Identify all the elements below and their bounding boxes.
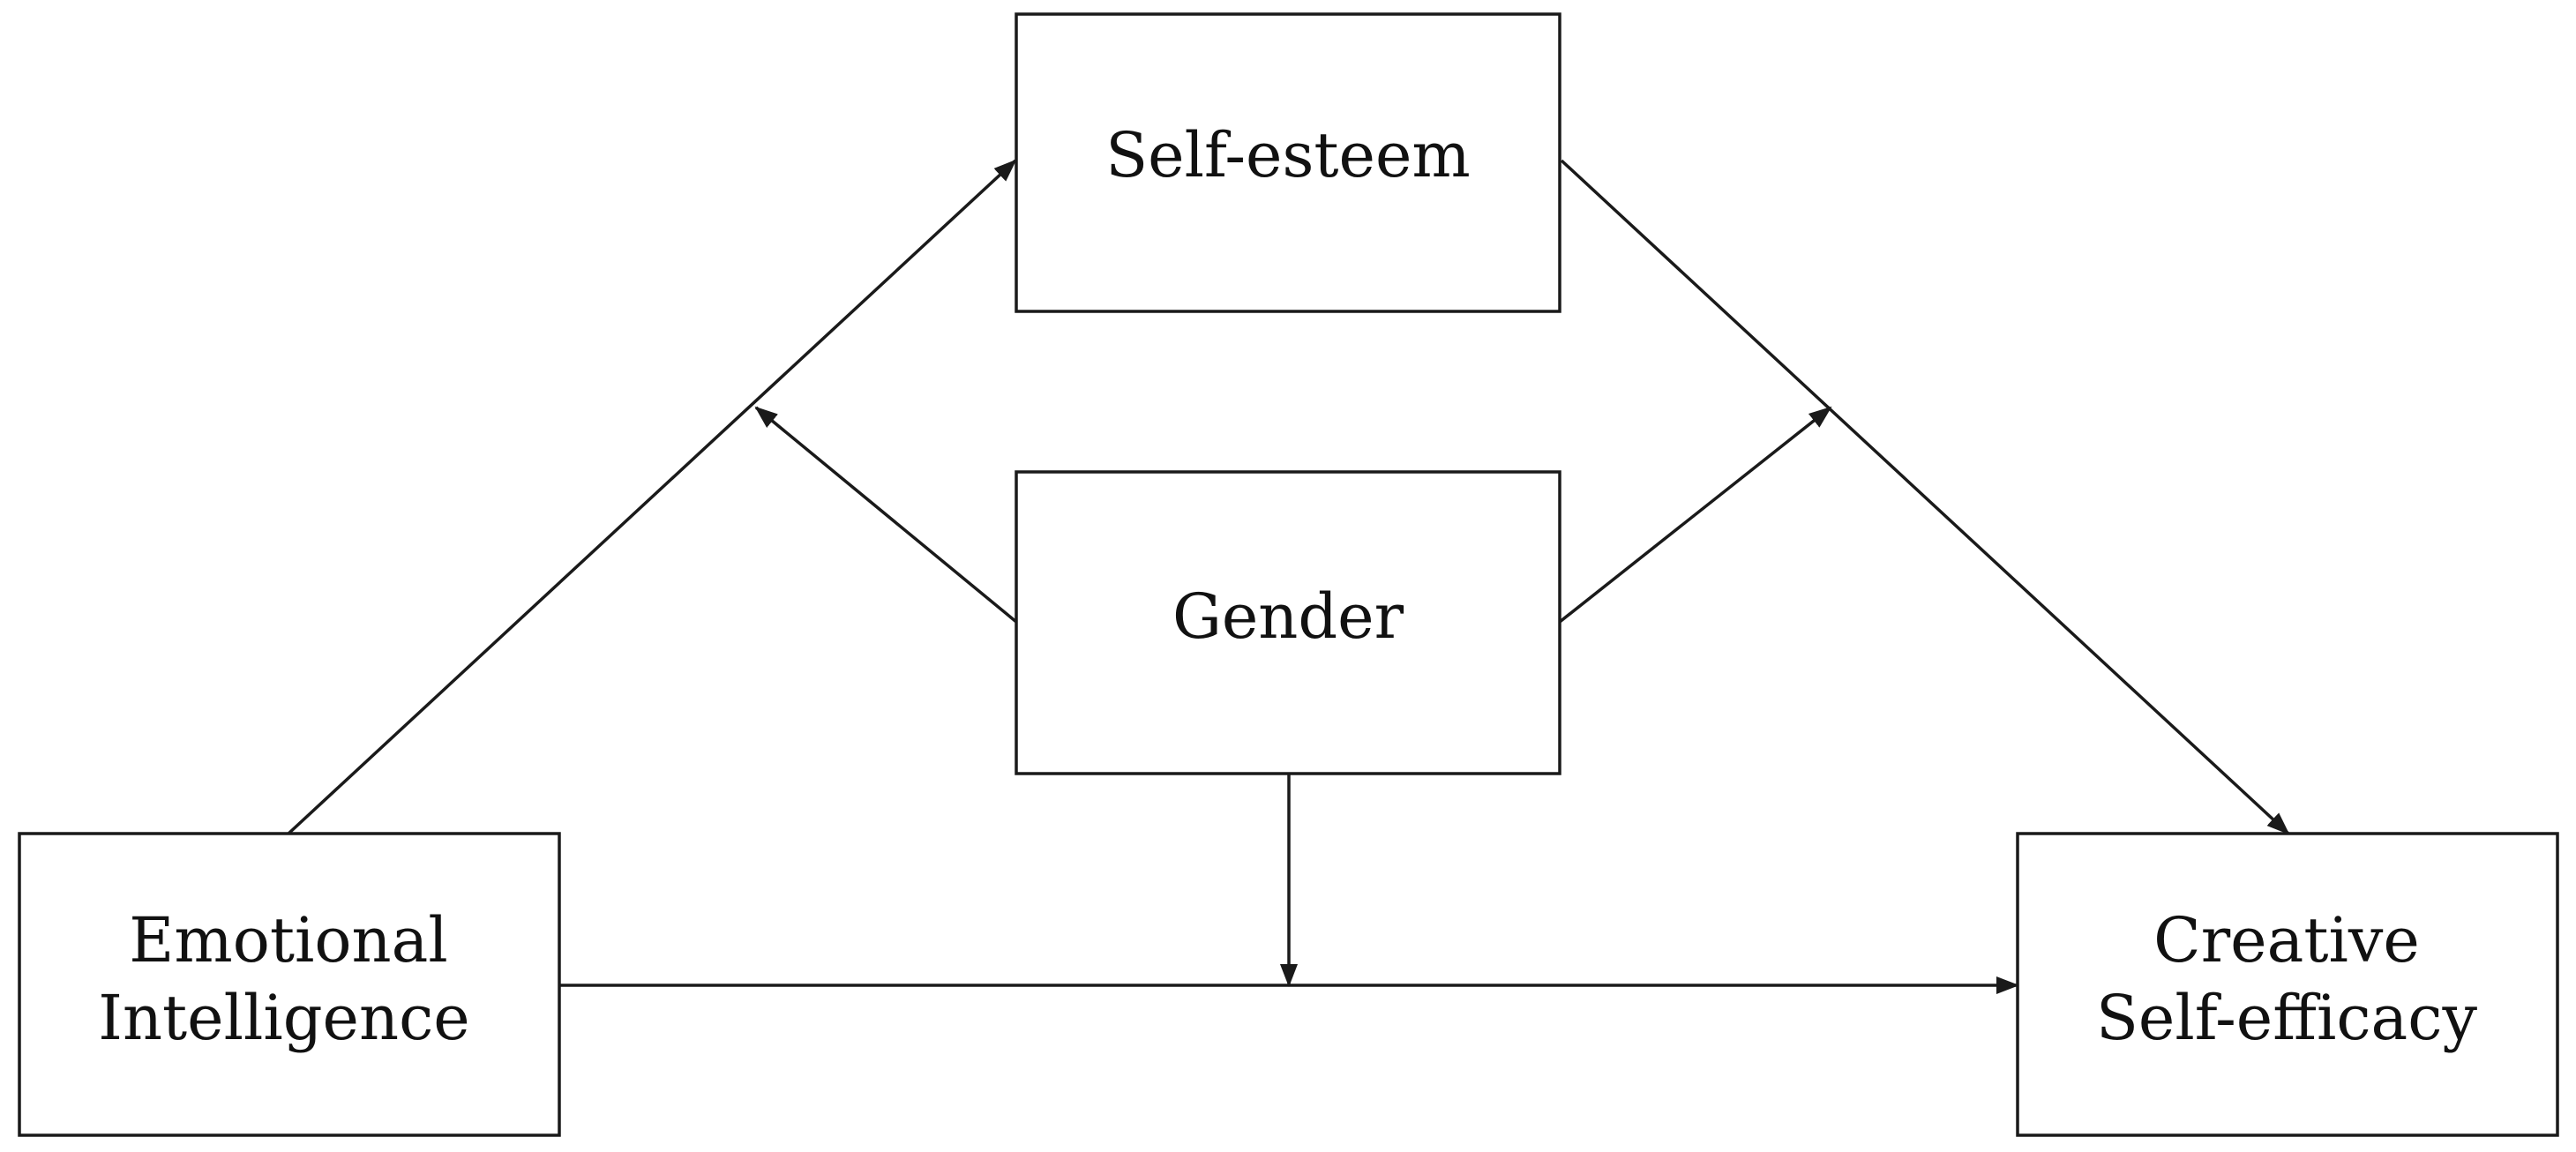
node-label-line-2: Self-efficacy	[2096, 982, 2478, 1054]
node-label: Gender	[1172, 580, 1404, 653]
node-label-line-1: Emotional	[129, 904, 447, 976]
node-emotional-intelligence: Emotional Intelligence	[18, 832, 561, 1137]
node-gender: Gender	[1015, 470, 1561, 775]
node-label-line-1: Creative	[2153, 904, 2420, 976]
node-box	[2016, 832, 2559, 1137]
node-box	[1015, 12, 1561, 313]
node-self-esteem: Self-esteem	[1015, 12, 1561, 313]
edge-gender-moderates-ei-se	[754, 406, 1018, 624]
node-box	[1015, 470, 1561, 775]
edge-self-esteem-to-creative-self-efficacy	[1560, 159, 2290, 835]
edge-emotional-intelligence-to-self-esteem	[287, 159, 1017, 835]
node-label: Self-esteem	[1105, 119, 1471, 191]
node-label-line-2: Intelligence	[98, 982, 469, 1054]
edges	[287, 159, 2290, 994]
node-box	[18, 832, 561, 1137]
node-creative-self-efficacy: Creative Self-efficacy	[2016, 832, 2559, 1137]
edge-gender-moderates-se-cse	[1558, 406, 1832, 624]
